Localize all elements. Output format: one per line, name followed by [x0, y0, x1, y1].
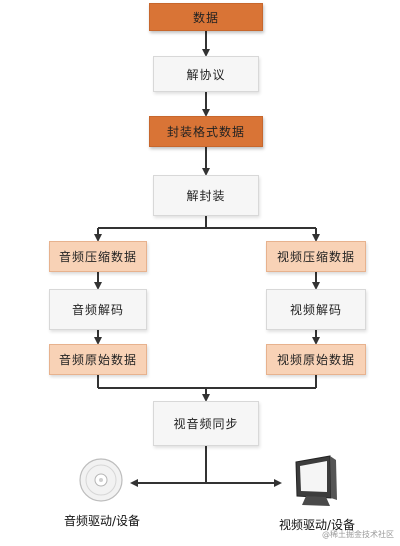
- audio-device-label: 音频驱动/设备: [63, 514, 141, 528]
- node-container-format-data-label: 封装格式数据: [166, 125, 245, 139]
- speaker-icon: [79, 458, 123, 502]
- node-data: 数据: [149, 3, 263, 31]
- monitor-icon: [295, 455, 337, 506]
- node-decode-protocol-label: 解协议: [186, 67, 226, 82]
- node-audio-compressed-data: 音频压缩数据: [49, 241, 147, 272]
- watermark: @稀土掘金技术社区: [322, 530, 394, 539]
- video-device-label: 视频驱动/设备: [278, 518, 356, 532]
- node-data-label: 数据: [192, 10, 219, 25]
- node-decode-protocol: 解协议: [153, 56, 259, 92]
- node-container-format-data: 封装格式数据: [149, 116, 263, 147]
- node-video-compressed-data: 视频压缩数据: [266, 241, 366, 272]
- node-audio-decode-label: 音频解码: [71, 303, 124, 317]
- node-audio-compressed-data-label: 音频压缩数据: [58, 250, 137, 264]
- node-demux-label: 解封装: [186, 189, 226, 203]
- node-av-sync-label: 视音频同步: [173, 417, 239, 431]
- node-audio-decode: 音频解码: [49, 289, 147, 330]
- node-video-raw-data: 视频原始数据: [266, 344, 366, 375]
- node-video-compressed-data-label: 视频压缩数据: [276, 250, 355, 264]
- node-demux: 解封装: [153, 175, 259, 216]
- node-audio-raw-data-label: 音频原始数据: [58, 353, 137, 367]
- node-video-decode: 视频解码: [266, 289, 366, 330]
- node-av-sync: 视音频同步: [153, 401, 259, 446]
- node-audio-raw-data: 音频原始数据: [49, 344, 147, 375]
- node-video-decode-label: 视频解码: [289, 303, 342, 317]
- node-video-raw-data-label: 视频原始数据: [276, 353, 355, 367]
